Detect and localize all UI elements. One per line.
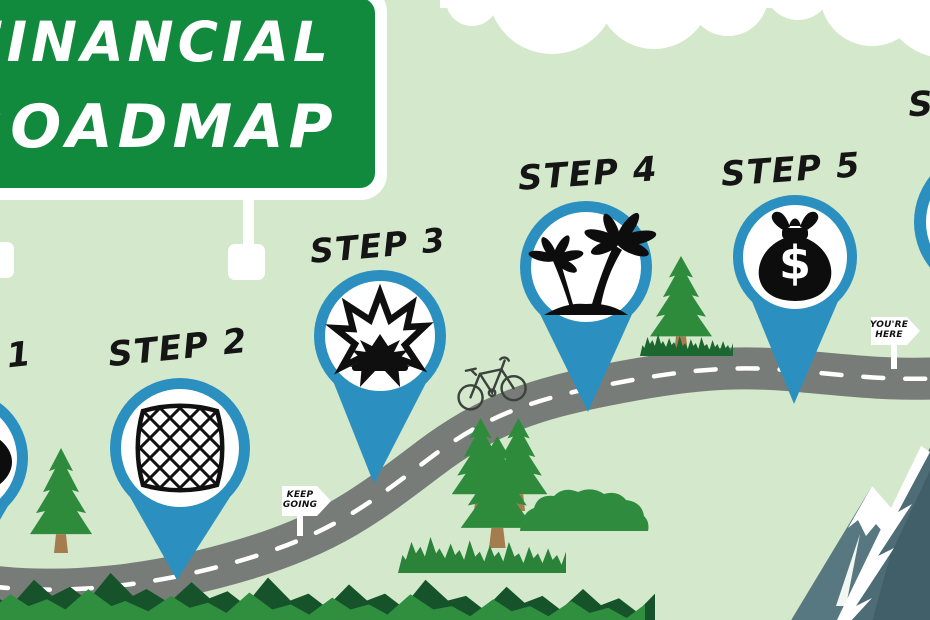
bicycle-icon bbox=[457, 356, 527, 411]
youre-here-text: YOU'RE HERE bbox=[869, 320, 909, 341]
money-bag-icon bbox=[758, 211, 832, 301]
step-6-pin bbox=[914, 176, 930, 268]
sign-title-line2: ROADMAP bbox=[0, 92, 338, 162]
keep-going-sign bbox=[282, 486, 331, 536]
round-bush bbox=[520, 489, 649, 531]
step-5-pin bbox=[733, 195, 857, 404]
keep-going-text: KEEP GOING bbox=[282, 490, 318, 511]
sign-post-foot bbox=[0, 242, 14, 278]
sign-panel: FINANCIAL ROADMAP bbox=[0, 0, 375, 188]
cloud bbox=[440, 0, 930, 57]
dollar-sign: $ bbox=[778, 236, 811, 290]
youre-here-sign bbox=[871, 317, 920, 369]
bush-row bbox=[398, 536, 566, 573]
sign-post bbox=[243, 198, 254, 246]
step-2-pin bbox=[110, 378, 250, 580]
sign-post-foot bbox=[228, 244, 265, 280]
safety-net-icon bbox=[135, 403, 225, 493]
palm-trees-icon bbox=[528, 212, 657, 315]
step-1-pin bbox=[0, 403, 28, 520]
sign-title-line1: FINANCIAL bbox=[0, 10, 333, 74]
pin-icon-cropped-at-edge bbox=[926, 200, 930, 244]
explosion-icon bbox=[325, 283, 434, 388]
pine-tree bbox=[30, 448, 92, 553]
step-3-pin bbox=[314, 270, 446, 484]
financial-roadmap-sign: FINANCIAL ROADMAP bbox=[0, 0, 387, 200]
mountains bbox=[791, 446, 930, 620]
step-4-pin bbox=[520, 201, 657, 412]
pin-icon-partially-cropped bbox=[0, 439, 12, 485]
